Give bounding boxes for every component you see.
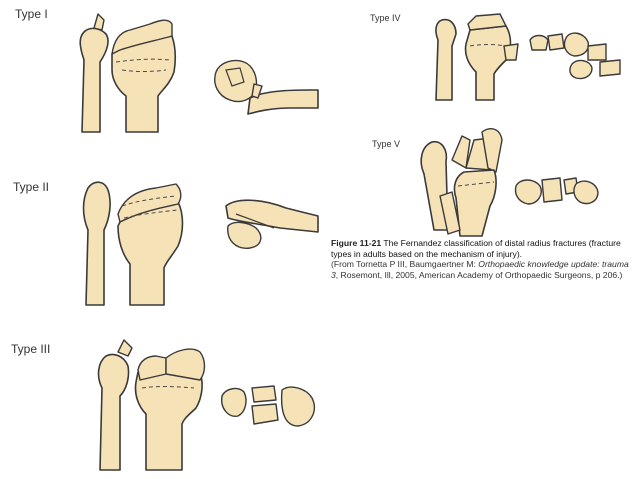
type-5-fragment-1	[451, 135, 471, 169]
type-3-ap-view	[97, 339, 206, 471]
type-2-distal-fragment	[117, 183, 182, 223]
type-4-carpal-view	[529, 32, 621, 80]
type-4-carpal-6	[599, 59, 621, 77]
type-4-carpal-4	[587, 43, 607, 61]
figure-credit: (From Tornetta P III, Baumgaertner M: Or…	[331, 259, 631, 280]
type-1-styloid-fragment	[111, 19, 173, 55]
type-2-ap-view	[82, 181, 184, 306]
type-4-carpal-3	[563, 32, 590, 57]
type-1-ap-view	[79, 13, 177, 133]
type-5-carpal-view	[514, 177, 599, 205]
type-5-label: Type V	[372, 139, 401, 149]
credit-suffix: , Rosemont, Ill, 2005, American Academy …	[335, 270, 623, 281]
type-5-ap-view	[420, 128, 503, 237]
type-1-lateral-view	[214, 59, 319, 115]
type-4-radial-fragment	[503, 43, 519, 61]
type-5-radius-shaft	[453, 169, 497, 237]
type-1-ulna	[79, 27, 109, 133]
type-5-carpal-1	[514, 179, 542, 205]
type-4-proximal-fragment	[467, 13, 507, 31]
type-4-ulna	[435, 18, 457, 101]
type-2-radius	[117, 201, 184, 306]
type-3-carpal-2	[251, 385, 277, 403]
type-3-styloid-tip	[117, 339, 133, 357]
type-4-carpal-2	[547, 33, 565, 51]
type-4-fracture-line	[469, 44, 507, 47]
type-3-radius	[134, 371, 203, 471]
type-5-ulna	[420, 140, 449, 231]
type-4-carpal-5	[569, 59, 593, 80]
type-2-lateral-view	[225, 199, 319, 249]
type-5-shaft-fragment	[439, 191, 461, 235]
figure-number: Figure 11-21	[331, 238, 382, 248]
type-2-lateral-shaft	[225, 199, 319, 233]
type-4-ap-view	[435, 13, 519, 101]
type-3-carpal-view	[221, 385, 316, 427]
type-4-radius	[464, 25, 512, 101]
credit-prefix: (From Tornetta P III, Baumgaertner M:	[331, 259, 479, 270]
type-4-carpal-1	[529, 34, 549, 51]
type-3-carpal-4	[280, 386, 316, 427]
type-1-radius	[111, 35, 177, 133]
type-3-ulna	[97, 353, 130, 471]
type-1-fracture-line-2	[121, 69, 167, 72]
type-3-carpal-1	[221, 387, 247, 417]
type-4-label: Type IV	[370, 13, 401, 23]
type-1-fracture-line	[115, 58, 171, 63]
type-3-carpal-3	[251, 403, 279, 425]
type-1-styloid-tip	[93, 13, 105, 31]
type-1-lateral-shaft	[247, 89, 319, 115]
credit-title: Orthopaedic knowledge update: trauma 3	[331, 259, 629, 281]
type-2-fracture-line-2	[123, 209, 179, 219]
type-1-lateral-carpal	[214, 59, 258, 103]
type-2-lateral-line	[235, 213, 275, 229]
figure-caption-text: The Fernandez classification of distal r…	[331, 238, 621, 259]
figure-caption: Figure 11-21 The Fernandez classificatio…	[331, 238, 631, 281]
type-2-lateral-fragment	[227, 221, 262, 249]
type-1-lateral-carpal-line	[225, 67, 245, 87]
type-5-carpal-4	[573, 180, 599, 205]
type-5-fracture-line	[457, 181, 495, 187]
type-5-fragment-3	[481, 128, 503, 173]
type-2-label: Type II	[13, 180, 50, 194]
type-2-fracture-line	[121, 195, 177, 207]
type-2-ulna	[82, 181, 111, 306]
type-1-label: Type I	[15, 7, 48, 21]
type-3-lunate-fragment	[165, 348, 206, 381]
type-3-fracture-line	[141, 386, 195, 389]
type-3-label: Type III	[11, 342, 51, 356]
type-5-carpal-2	[541, 177, 563, 203]
type-1-lateral-fragment	[251, 83, 263, 99]
